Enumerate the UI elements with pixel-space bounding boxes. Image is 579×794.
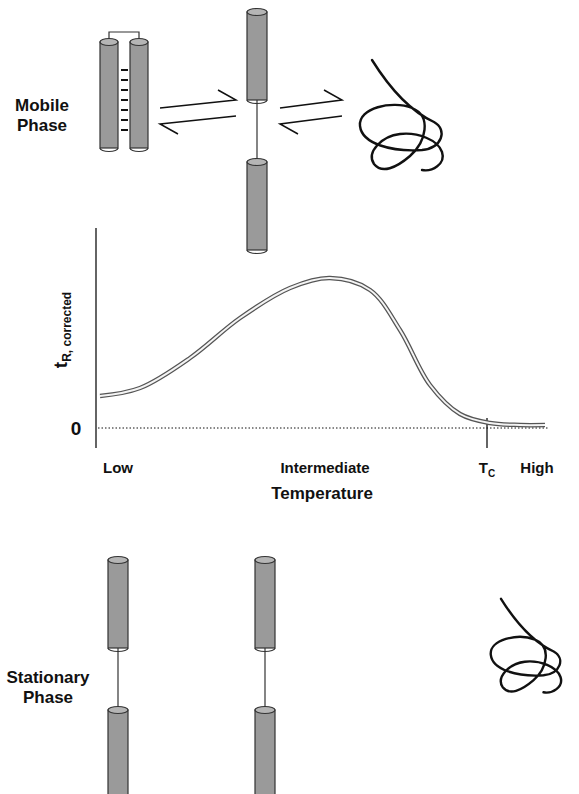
axis-label: t xyxy=(50,362,71,368)
helix-cylinder xyxy=(255,707,275,794)
helix-cylinder xyxy=(108,557,128,652)
loop-link xyxy=(256,100,257,162)
retention-curve xyxy=(100,278,545,425)
equilibrium-arrows xyxy=(160,90,236,134)
axis-label: Temperature xyxy=(271,484,373,504)
zero-line xyxy=(98,428,548,429)
axis-label: High xyxy=(520,459,553,476)
y-axis xyxy=(95,228,96,448)
hairpin xyxy=(100,32,148,152)
helix-cylinder xyxy=(247,159,267,254)
axis-label: Low xyxy=(103,459,133,476)
loop-link xyxy=(117,648,118,710)
axis-label: Intermediate xyxy=(280,459,369,476)
helix-cylinder xyxy=(247,9,267,104)
helix-cylinder xyxy=(108,707,128,794)
tc-label: TC xyxy=(479,459,495,479)
axis-label: T xyxy=(479,459,488,476)
axis-label: R, corrected xyxy=(60,292,74,362)
axis-label: C xyxy=(488,468,495,479)
loop-link xyxy=(264,648,265,710)
helix-cylinder xyxy=(100,39,118,152)
random-coil xyxy=(360,60,443,170)
axis-label: 0 xyxy=(71,418,82,440)
axis-label: Mobile Phase xyxy=(4,96,80,135)
helix-cylinder xyxy=(130,39,148,152)
helix-cylinder xyxy=(255,557,275,652)
random-coil xyxy=(491,599,561,693)
equilibrium-arrows xyxy=(280,90,342,134)
y-axis-title: tR, corrected xyxy=(50,292,74,368)
axis-label: Stationary Phase xyxy=(2,668,94,707)
retention-curve-core xyxy=(100,278,545,425)
